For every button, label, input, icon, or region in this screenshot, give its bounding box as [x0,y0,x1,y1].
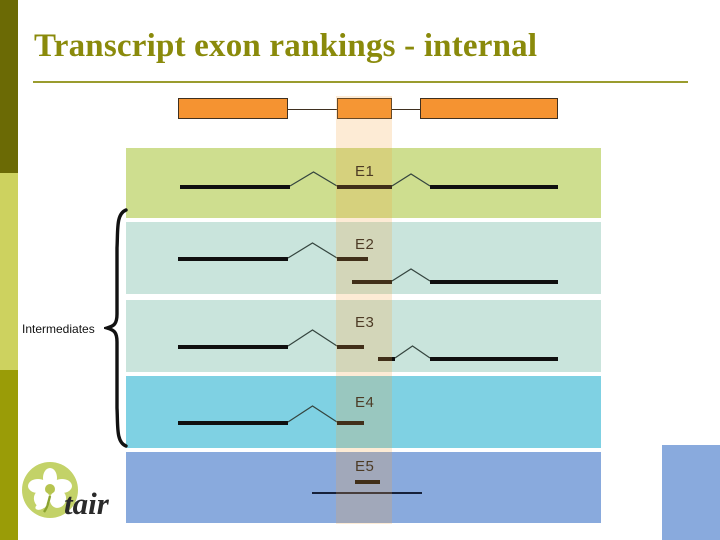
band-label-e3: E3 [355,314,375,331]
sidebar-segment-top [0,0,18,173]
transcript-exon-e5-1 [355,480,380,484]
band-label-e1: E1 [355,163,375,180]
transcript-exon-e3-2 [337,345,364,349]
exon-rank-band-e1 [126,148,601,218]
band-label-e2: E2 [355,236,375,253]
transcript-exon-e3-4 [430,357,558,361]
exon-rank-band-e3 [126,300,601,372]
transcript-exon-e2-3 [352,280,392,284]
logo-wordmark: tair [64,486,109,521]
band-label-e5: E5 [355,458,375,475]
gene-model-exon-3 [420,98,558,119]
transcript-intron-e3-2 [394,345,431,359]
transcript-exon-e1-2 [337,185,392,189]
transcript-exon-e3-3 [378,357,395,361]
gene-model-intron-2 [392,109,420,110]
transcript-exon-e1-3 [430,185,558,189]
page-title: Transcript exon rankings - internal [34,28,538,64]
tair-logo: tair [22,462,142,528]
gene-model-exon-1 [178,98,288,119]
transcript-intron-e1-1 [289,171,338,187]
sidebar-segment-middle [0,173,18,370]
intermediates-label: Intermediates [22,322,95,336]
transcript-intron-e3-1 [287,329,338,347]
sidebar-segment-bottom [0,370,18,540]
exon-rank-band-e4 [126,376,601,448]
transcript-intron-e2-2 [391,268,431,282]
transcript-exon-e2-1 [178,257,288,261]
transcript-exon-e3-1 [178,345,288,349]
transcript-exon-e2-4 [430,280,558,284]
transcript-exon-e1-1 [180,185,290,189]
title-underline-rule [33,81,688,83]
gene-model-exon-2 [337,98,392,119]
transcript-exon-e4-1 [178,421,288,425]
transcript-intron-e1-2 [391,173,431,187]
gene-model-intron-1 [288,109,337,110]
intermediates-brace-icon [104,208,128,448]
transcript-exon-e4-2 [337,421,364,425]
band-label-e4: E4 [355,394,375,411]
flower-icon [28,468,72,513]
transcript-exon-e5-2 [312,492,422,494]
bottom-right-accent [662,445,720,540]
transcript-exon-e2-2 [337,257,368,261]
transcript-intron-e2-1 [287,242,338,259]
exon-rank-band-e5 [126,452,601,523]
transcript-intron-e4-1 [287,405,338,423]
